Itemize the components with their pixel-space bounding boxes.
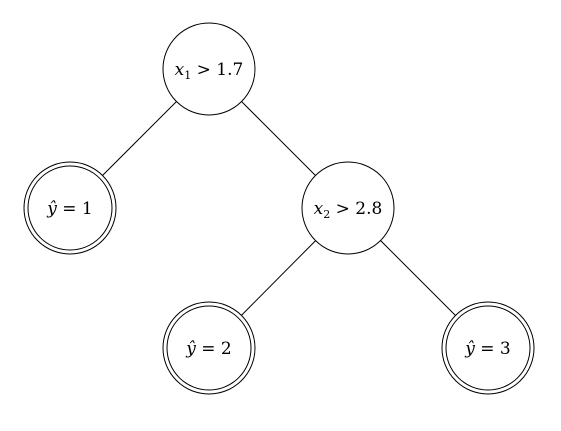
label-operator: > (191, 60, 216, 80)
label-variable: ŷ (185, 339, 196, 359)
label-subscript: 1 (184, 69, 191, 82)
label-variable: x (175, 60, 185, 80)
decision-node-split-2: x2 > 2.8 (301, 161, 395, 255)
label-subscript: 2 (323, 208, 330, 221)
label-operator: = (57, 199, 82, 219)
node-label: x1 > 1.7 (175, 60, 244, 82)
label-variable: ŷ (46, 199, 57, 219)
label-variable: x (314, 199, 324, 219)
node-label: ŷ = 2 (185, 339, 232, 359)
label-variable: ŷ (464, 339, 475, 359)
edge-split-2-to-leaf-2 (241, 240, 316, 316)
edge-split-2-to-leaf-3 (380, 240, 456, 316)
leaf-inner-ring (166, 305, 252, 391)
leaf-inner-ring (445, 305, 531, 391)
leaf-node-leaf-3: ŷ = 3 (441, 301, 535, 395)
label-value: 3 (500, 339, 511, 359)
node-circle (162, 22, 256, 116)
node-label: ŷ = 1 (46, 199, 93, 219)
label-threshold: 1.7 (216, 60, 243, 80)
decision-node-root: x1 > 1.7 (162, 22, 256, 116)
node-circle (301, 161, 395, 255)
label-threshold: 2.8 (355, 199, 382, 219)
label-value: 1 (82, 199, 93, 219)
edge-root-to-leaf-1 (102, 101, 177, 176)
leaf-node-leaf-2: ŷ = 2 (162, 301, 256, 395)
node-label: x2 > 2.8 (314, 199, 383, 221)
label-value: 2 (221, 339, 232, 359)
leaf-inner-ring (27, 165, 113, 251)
label-operator: > (330, 199, 355, 219)
leaf-node-leaf-1: ŷ = 1 (23, 161, 117, 255)
label-operator: = (196, 339, 221, 359)
edge-root-to-split-2 (241, 101, 316, 176)
tree-edges (102, 101, 456, 316)
node-label: ŷ = 3 (464, 339, 511, 359)
label-operator: = (475, 339, 500, 359)
